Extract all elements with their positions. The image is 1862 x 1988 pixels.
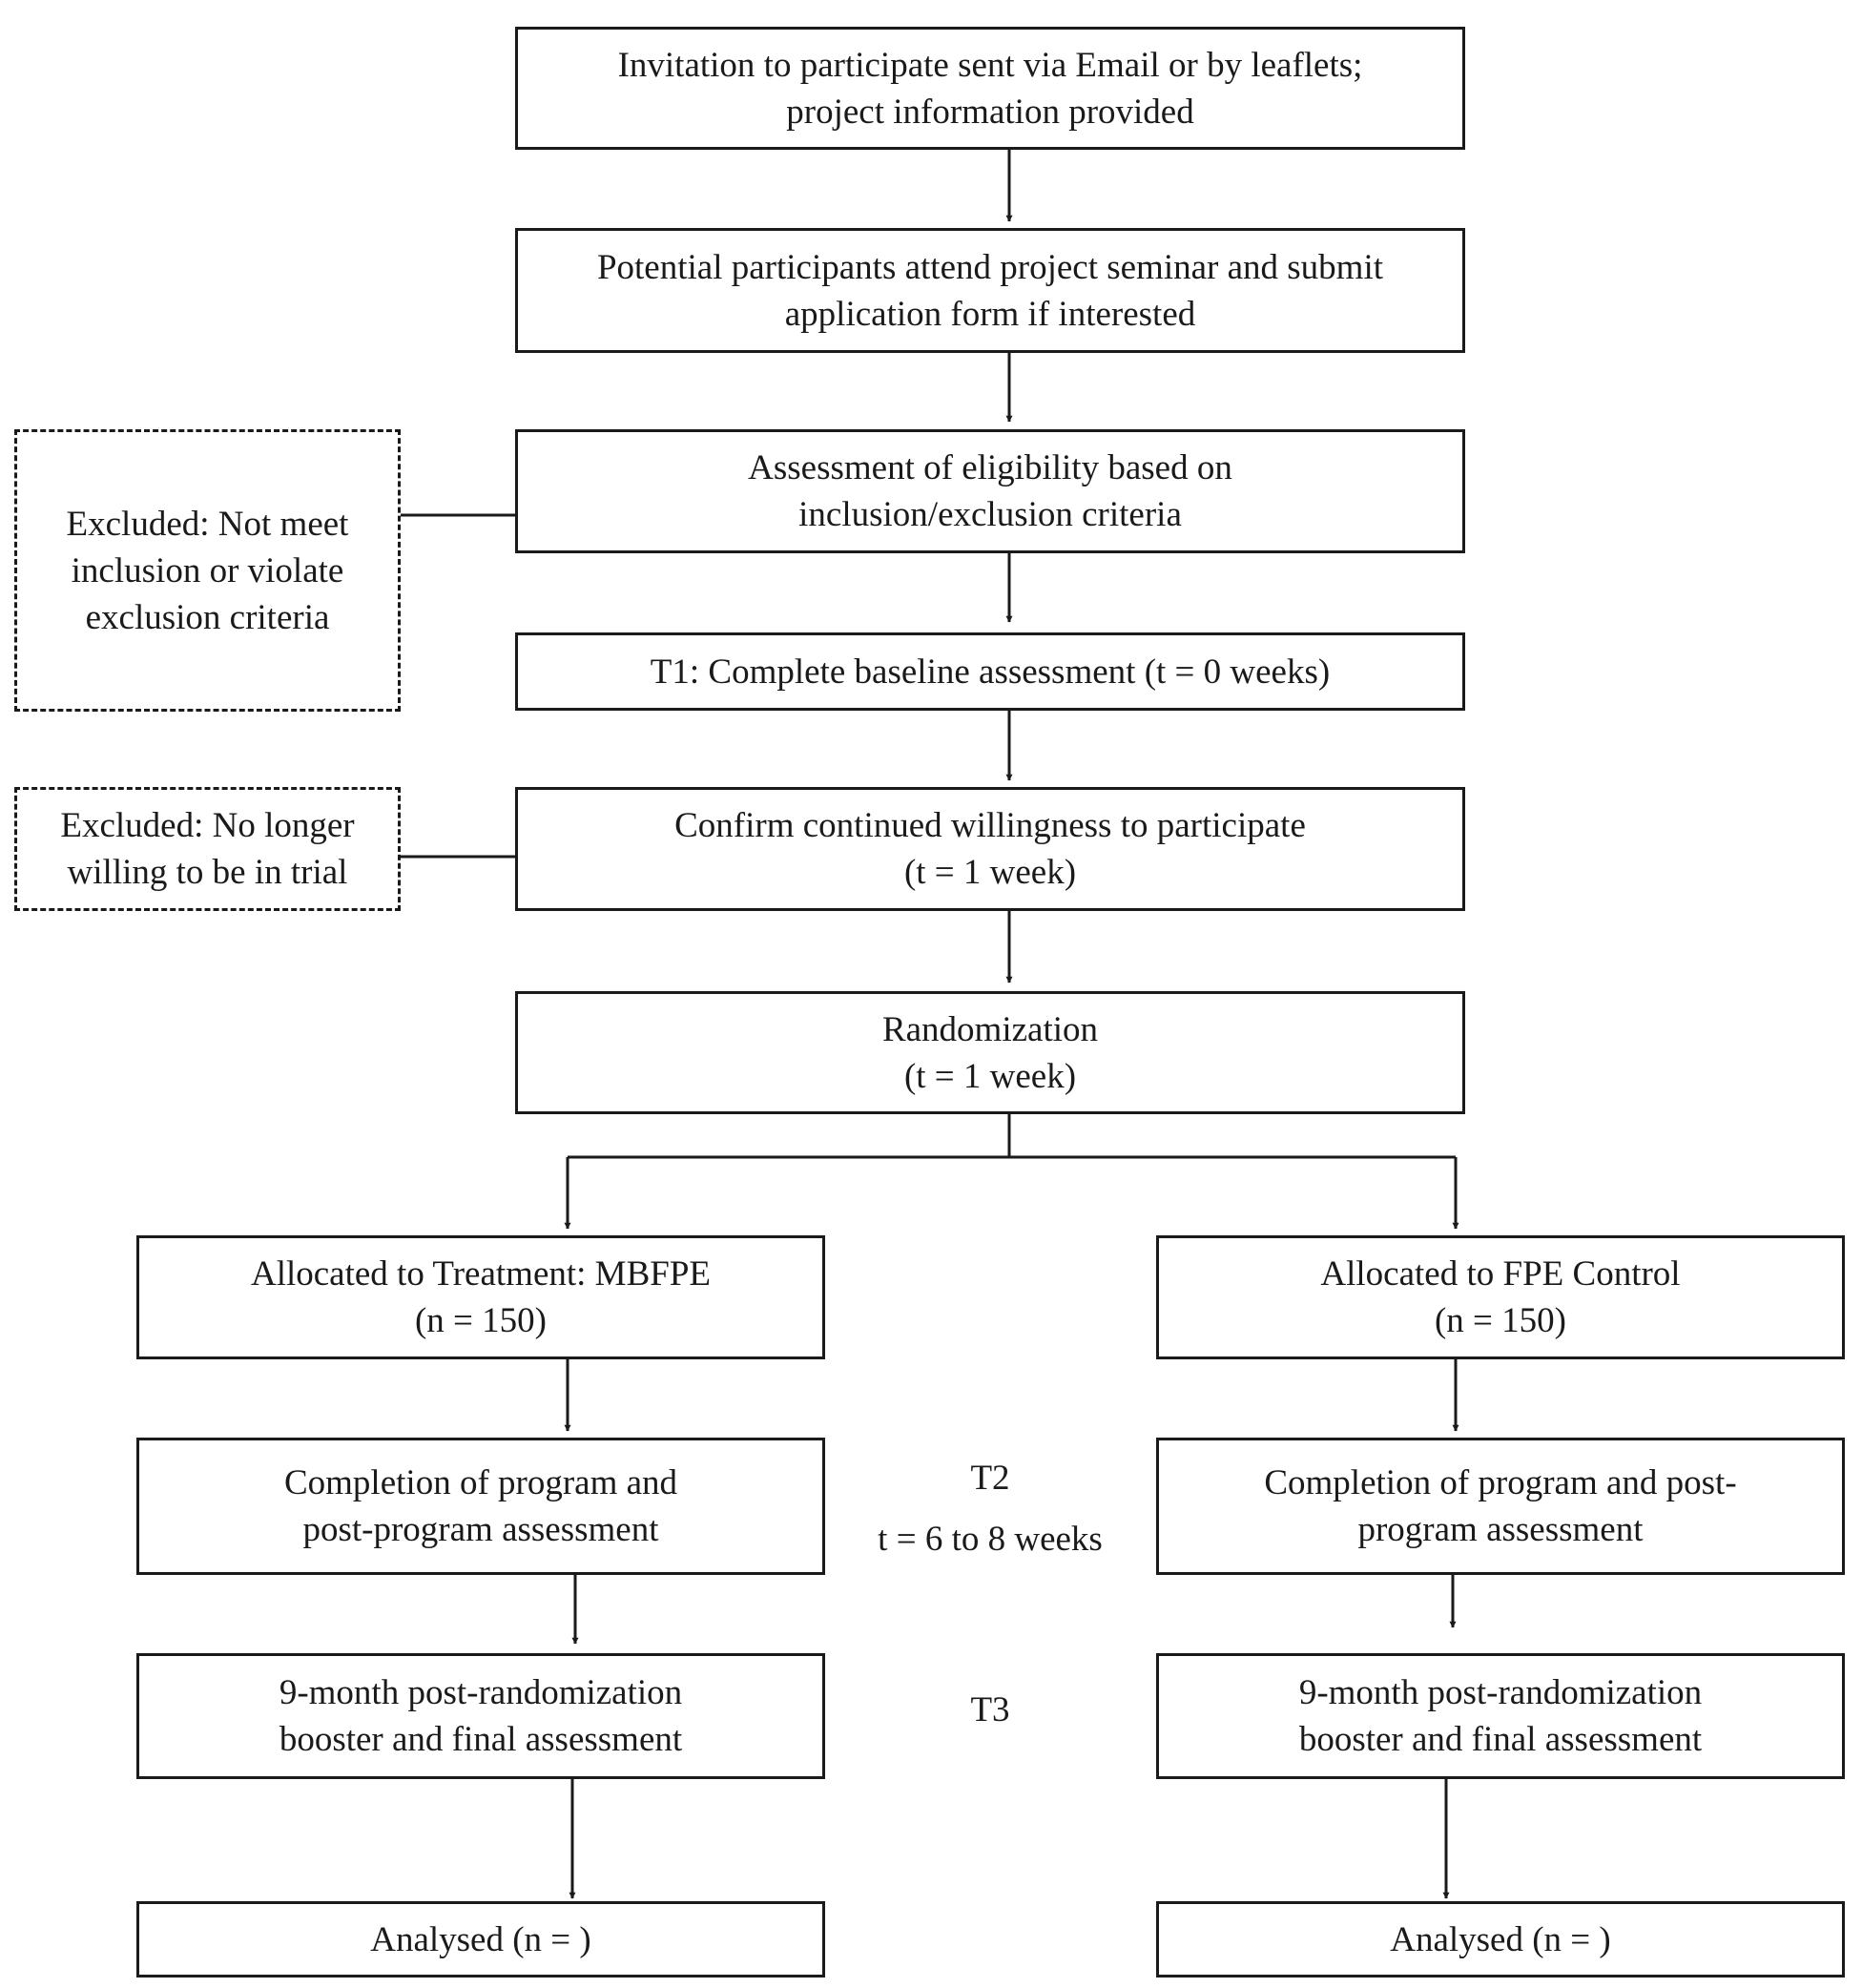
seminar-text-line: application form if interested (784, 294, 1196, 334)
baseline-box: T1: Complete baseline assessment (t = 0 … (515, 632, 1465, 711)
control-booster-text-line: booster and final assessment (1298, 1720, 1703, 1759)
control-allocation-text-line: Allocated to FPE Control (1320, 1254, 1681, 1294)
treatment-booster-text-line: 9-month post-randomization (279, 1673, 683, 1712)
treatment-analysed-box: Analysed (n = ) (136, 1901, 825, 1978)
control-analysed-text-line: Analysed (n = ) (1390, 1919, 1611, 1959)
control-completion-box: Completion of program and post-program a… (1156, 1438, 1845, 1575)
excluded-unwilling-text-line: Excluded: No longer (60, 806, 355, 845)
treatment-analysed-text-line: Analysed (n = ) (370, 1919, 591, 1959)
timepoint-t2-label: T2 t = 6 to 8 weeks (839, 1448, 1141, 1570)
baseline-text-line: T1: Complete baseline assessment (t = 0 … (650, 652, 1331, 692)
control-allocation-text-line: (n = 150) (1434, 1301, 1566, 1340)
excluded-criteria-text-line: exclusion criteria (85, 597, 330, 637)
eligibility-box: Assessment of eligibility based on inclus… (515, 429, 1465, 553)
eligibility-text-line: inclusion/exclusion criteria (798, 495, 1182, 534)
willingness-text-line: Confirm continued willingness to partici… (674, 806, 1306, 845)
excluded-criteria-box: Excluded: Not meet inclusion or violate ex… (14, 429, 401, 712)
seminar-box: Potential participants attend project se… (515, 228, 1465, 353)
invitation-text-line: project information provided (786, 92, 1194, 132)
willingness-box: Confirm continued willingness to partici… (515, 787, 1465, 911)
timepoint-t2-text-line: T2 (970, 1459, 1010, 1498)
eligibility-text-line: Assessment of eligibility based on (748, 448, 1232, 487)
treatment-completion-box: Completion of program and post-program as… (136, 1438, 825, 1575)
control-completion-text-line: program assessment (1357, 1510, 1644, 1549)
control-allocation-box: Allocated to FPE Control (n = 150) (1156, 1235, 1845, 1359)
excluded-criteria-text-line: Excluded: Not meet (66, 504, 349, 544)
treatment-allocation-text-line: (n = 150) (414, 1301, 547, 1340)
control-booster-box: 9-month post-randomization booster and fi… (1156, 1653, 1845, 1779)
control-analysed-box: Analysed (n = ) (1156, 1901, 1845, 1978)
excluded-unwilling-text-line: willing to be in trial (67, 853, 348, 892)
treatment-booster-box: 9-month post-randomization booster and fi… (136, 1653, 825, 1779)
control-booster-text-line: 9-month post-randomization (1298, 1673, 1703, 1712)
control-completion-text-line: Completion of program and post- (1264, 1463, 1737, 1502)
randomization-box: Randomization (t = 1 week) (515, 991, 1465, 1114)
timepoint-t3-label: T3 (839, 1687, 1141, 1733)
invitation-text-line: Invitation to participate sent via Email… (617, 45, 1363, 85)
randomization-text-line: (t = 1 week) (903, 1056, 1077, 1096)
excluded-unwilling-box: Excluded: No longer willing to be in tria… (14, 787, 401, 911)
treatment-booster-text-line: booster and final assessment (279, 1720, 683, 1759)
treatment-allocation-text-line: Allocated to Treatment: MBFPE (250, 1254, 712, 1294)
timepoint-t3-text-line: T3 (970, 1690, 1010, 1729)
willingness-text-line: (t = 1 week) (903, 853, 1077, 892)
treatment-completion-text-line: Completion of program and (283, 1463, 678, 1502)
invitation-box: Invitation to participate sent via Email… (515, 27, 1465, 150)
randomization-text-line: Randomization (881, 1009, 1099, 1049)
treatment-allocation-box: Allocated to Treatment: MBFPE (n = 150) (136, 1235, 825, 1359)
timepoint-t2-text-line: t = 6 to 8 weeks (878, 1520, 1103, 1559)
treatment-completion-text-line: post-program assessment (302, 1510, 659, 1549)
seminar-text-line: Potential participants attend project se… (596, 247, 1384, 287)
excluded-criteria-text-line: inclusion or violate (71, 550, 344, 590)
